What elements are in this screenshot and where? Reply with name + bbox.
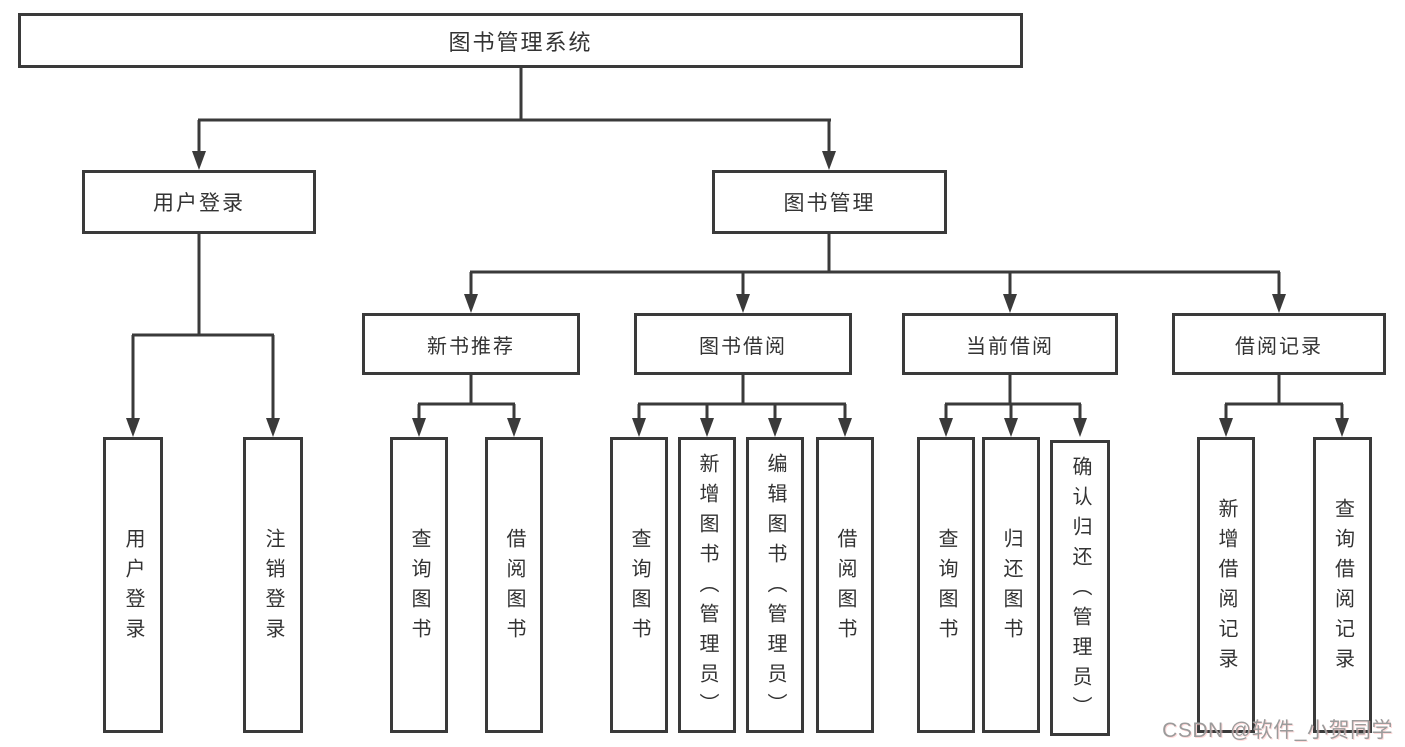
leaf-query-books-current: 查询图书: [917, 437, 975, 733]
connector-new-book-recommend: [417, 375, 516, 422]
leaf-query-books-borrow: 查询图书: [610, 437, 668, 733]
arrowheads: [126, 151, 1349, 437]
connector-book-borrow: [637, 375, 847, 422]
leaf-query-borrow-record: 查询借阅记录: [1313, 437, 1372, 733]
leaf-confirm-return-admin: 确认归还（管理员）: [1050, 440, 1110, 736]
connector-borrow-records: [1224, 375, 1344, 422]
connector-user-login: [131, 234, 275, 422]
node-current-borrow: 当前借阅: [902, 313, 1118, 375]
node-borrow-records: 借阅记录: [1172, 313, 1386, 375]
node-book-management: 图书管理: [712, 170, 947, 234]
node-new-book-recommend: 新书推荐: [362, 313, 580, 375]
leaf-add-books-admin: 新增图书（管理员）: [678, 437, 736, 733]
leaf-borrow-books: 借阅图书: [816, 437, 874, 733]
node-user-login: 用户登录: [82, 170, 316, 234]
connector-current-borrow: [944, 375, 1082, 422]
leaf-user-login: 用户登录: [103, 437, 163, 733]
node-book-borrow: 图书借阅: [634, 313, 852, 375]
watermark: CSDN @软件_小贺同学: [1162, 719, 1393, 742]
leaf-edit-books-admin: 编辑图书（管理员）: [746, 437, 804, 733]
node-root: 图书管理系统: [18, 13, 1023, 68]
leaf-add-borrow-record: 新增借阅记录: [1197, 437, 1255, 733]
connector-root: [197, 68, 831, 155]
leaf-query-books-recommend: 查询图书: [390, 437, 448, 733]
connector-book-management: [469, 234, 1281, 298]
leaf-return-books: 归还图书: [982, 437, 1040, 733]
leaf-logout-login: 注销登录: [243, 437, 303, 733]
leaf-borrow-books-recommend: 借阅图书: [485, 437, 543, 733]
